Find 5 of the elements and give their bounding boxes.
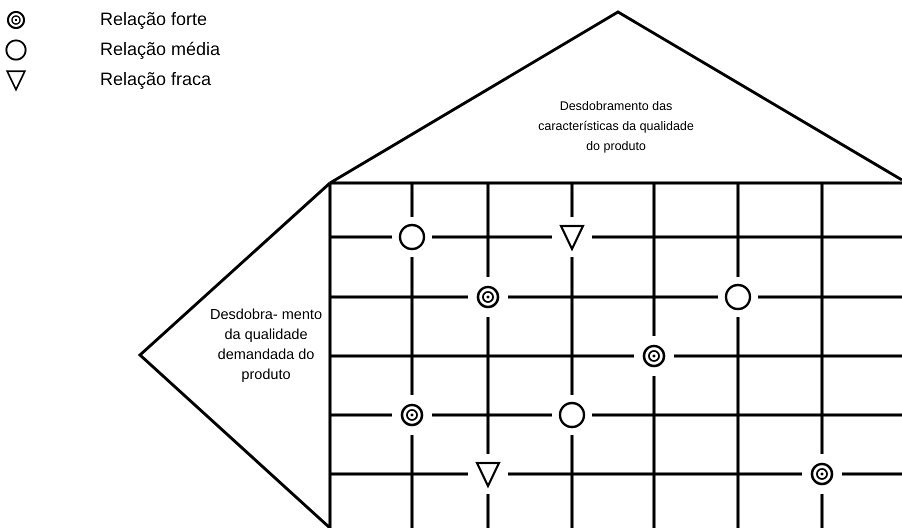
legend-label: Relação média: [100, 39, 220, 60]
node-text: Desdobra- mento da qualidade demandada do produto: [208, 306, 324, 385]
node-text: Desdobramento das características da qualidade do produto: [537, 98, 695, 155]
legend-label: Relação fraca: [100, 69, 212, 90]
legend-label: Relação forte: [100, 9, 208, 30]
